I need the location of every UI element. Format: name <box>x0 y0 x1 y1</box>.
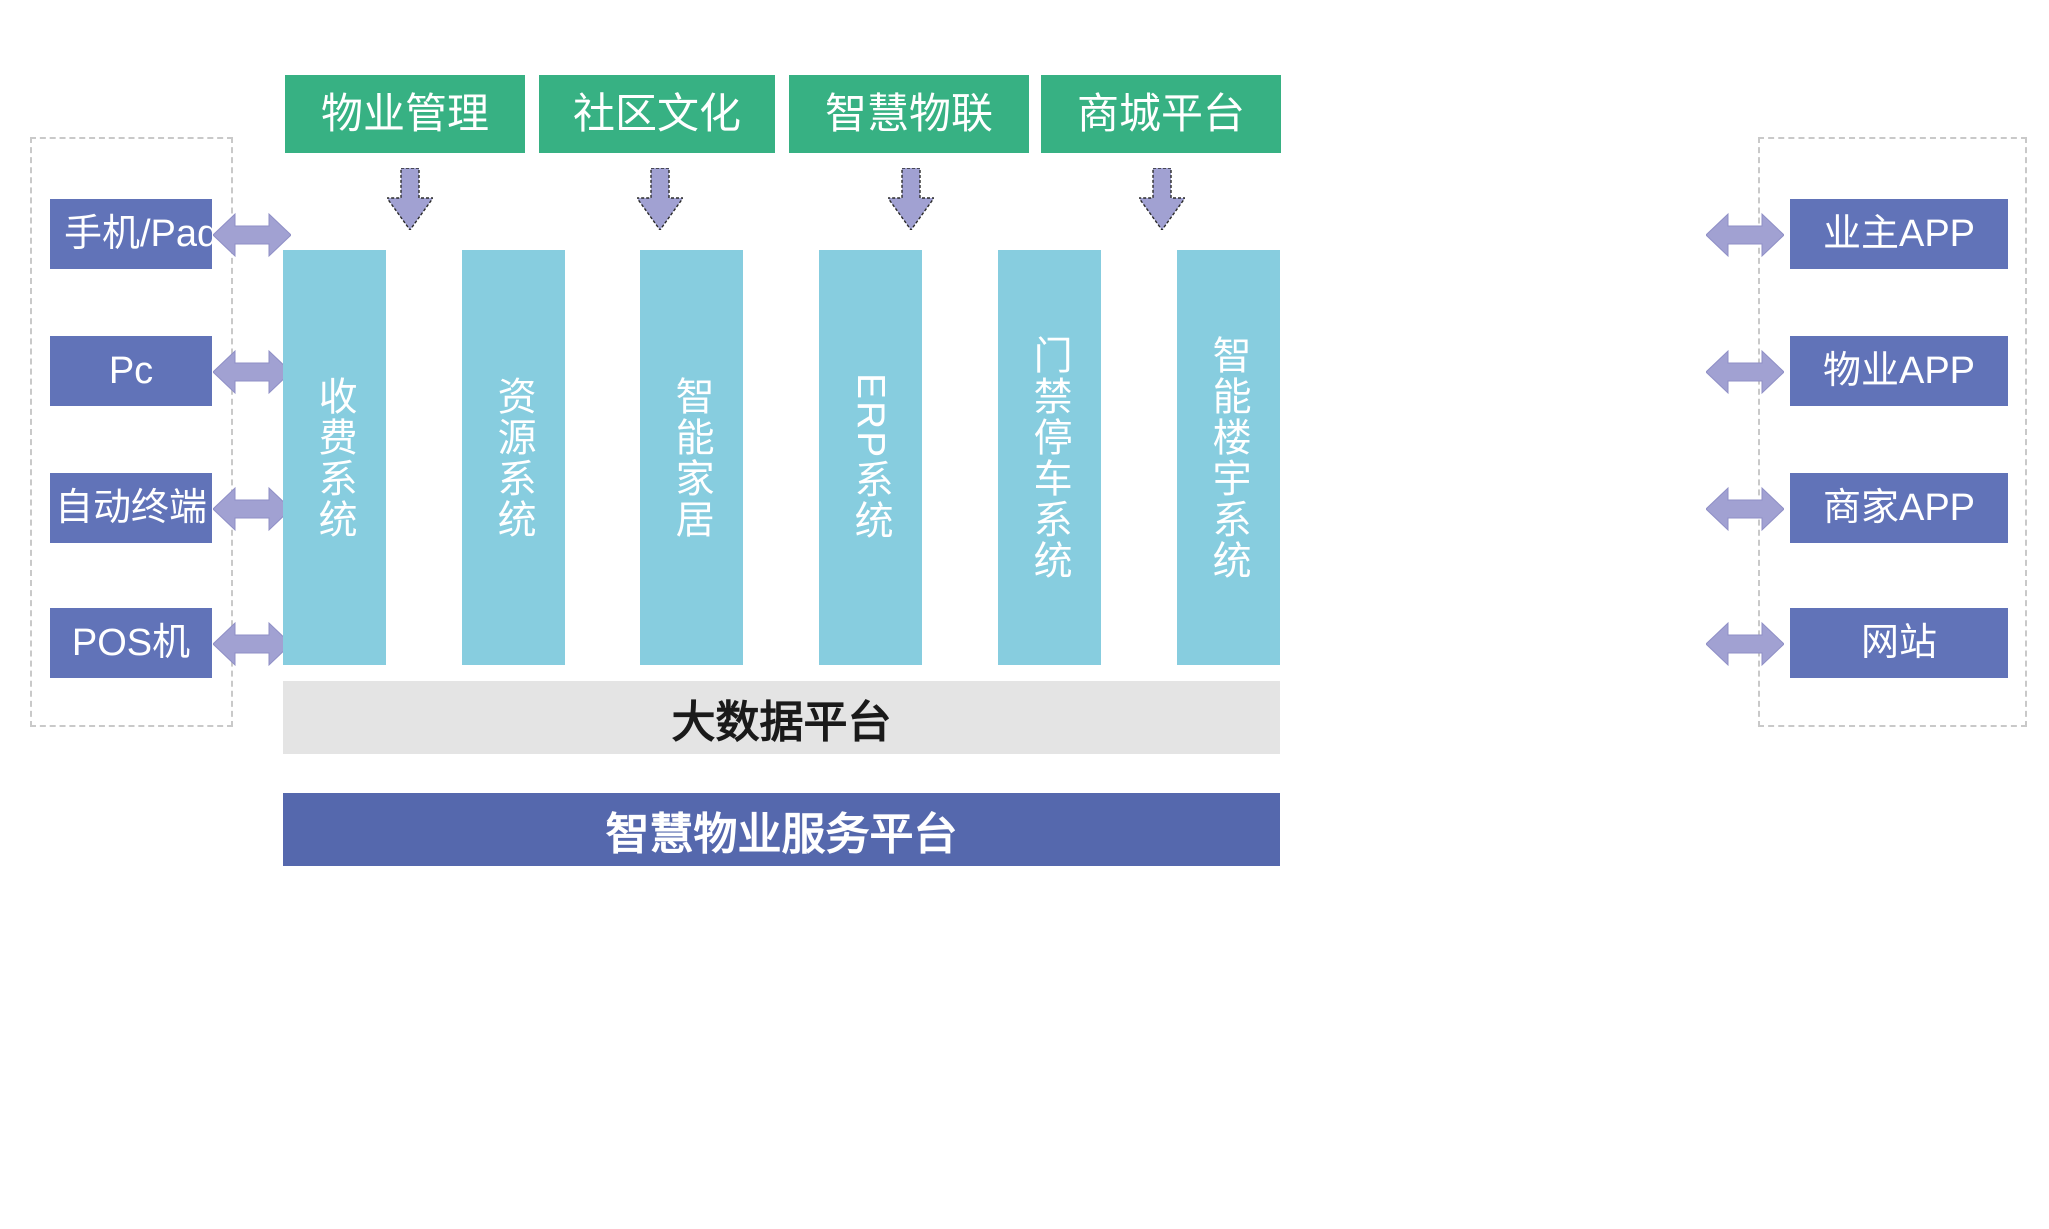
left-terminal-chip-3[interactable]: POS机 <box>50 608 212 678</box>
top-capability-box-1[interactable]: 社区文化 <box>539 75 775 153</box>
right-channel-label-2: 商家APP <box>1822 487 1976 529</box>
right-channels-group <box>1758 137 2027 727</box>
left-terminal-chip-2[interactable]: 自动终端 <box>50 473 212 543</box>
flow-down-arrow-0 <box>387 168 433 230</box>
data-platform-label: 大数据平台 <box>671 697 892 747</box>
service-platform-bar[interactable]: 智慧物业服务平台 <box>283 793 1280 866</box>
system-column-4[interactable]: 门禁停车系统 <box>998 250 1101 665</box>
system-column-3[interactable]: ERP系统 <box>819 250 922 665</box>
left-terminal-label-1: Pc <box>108 350 154 392</box>
left-terminal-chip-0[interactable]: 手机/Pad <box>50 199 218 269</box>
left-connector-arrow-1 <box>213 343 291 401</box>
service-platform-label: 智慧物业服务平台 <box>605 809 958 859</box>
system-column-2[interactable]: 智能家居 <box>640 250 743 665</box>
system-column-label-4: 门禁停车系统 <box>1028 334 1072 581</box>
left-connector-arrow-0 <box>213 206 291 264</box>
system-column-1[interactable]: 资源系统 <box>462 250 565 665</box>
top-capability-label-2: 智慧物联 <box>824 90 993 137</box>
data-platform-bar[interactable]: 大数据平台 <box>283 681 1280 754</box>
left-terminal-label-3: POS机 <box>71 622 191 664</box>
left-connector-arrow-3 <box>213 615 291 673</box>
flow-down-arrow-2 <box>888 168 934 230</box>
system-column-label-5: 智能楼宇系统 <box>1207 334 1251 581</box>
flow-down-arrow-1 <box>637 168 683 230</box>
left-terminal-label-2: 自动终端 <box>54 487 207 529</box>
system-column-label-2: 智能家居 <box>670 375 714 540</box>
system-column-5[interactable]: 智能楼宇系统 <box>1177 250 1280 665</box>
top-capability-label-1: 社区文化 <box>572 90 741 137</box>
right-channel-chip-3[interactable]: 网站 <box>1790 608 2008 678</box>
system-column-label-0: 收费系统 <box>313 375 357 540</box>
left-terminal-chip-1[interactable]: Pc <box>50 336 212 406</box>
top-capability-box-3[interactable]: 商城平台 <box>1041 75 1281 153</box>
right-channel-label-1: 物业APP <box>1822 350 1976 392</box>
right-channel-chip-2[interactable]: 商家APP <box>1790 473 2008 543</box>
system-column-0[interactable]: 收费系统 <box>283 250 386 665</box>
right-channel-chip-1[interactable]: 物业APP <box>1790 336 2008 406</box>
right-connector-arrow-2 <box>1706 480 1784 538</box>
left-terminal-label-0: 手机/Pad <box>64 213 219 255</box>
top-capability-box-0[interactable]: 物业管理 <box>285 75 525 153</box>
system-column-label-3: ERP系统 <box>849 373 893 542</box>
flow-down-arrow-3 <box>1139 168 1185 230</box>
right-connector-arrow-3 <box>1706 615 1784 673</box>
top-capability-box-2[interactable]: 智慧物联 <box>789 75 1029 153</box>
right-channel-label-3: 网站 <box>1860 622 1937 664</box>
top-capability-label-0: 物业管理 <box>320 90 489 137</box>
top-capability-label-3: 商城平台 <box>1076 90 1245 137</box>
right-connector-arrow-1 <box>1706 343 1784 401</box>
right-channel-label-0: 业主APP <box>1822 213 1976 255</box>
system-column-label-1: 资源系统 <box>492 375 536 540</box>
right-connector-arrow-0 <box>1706 206 1784 264</box>
left-connector-arrow-2 <box>213 480 291 538</box>
left-terminals-group <box>30 137 233 727</box>
right-channel-chip-0[interactable]: 业主APP <box>1790 199 2008 269</box>
